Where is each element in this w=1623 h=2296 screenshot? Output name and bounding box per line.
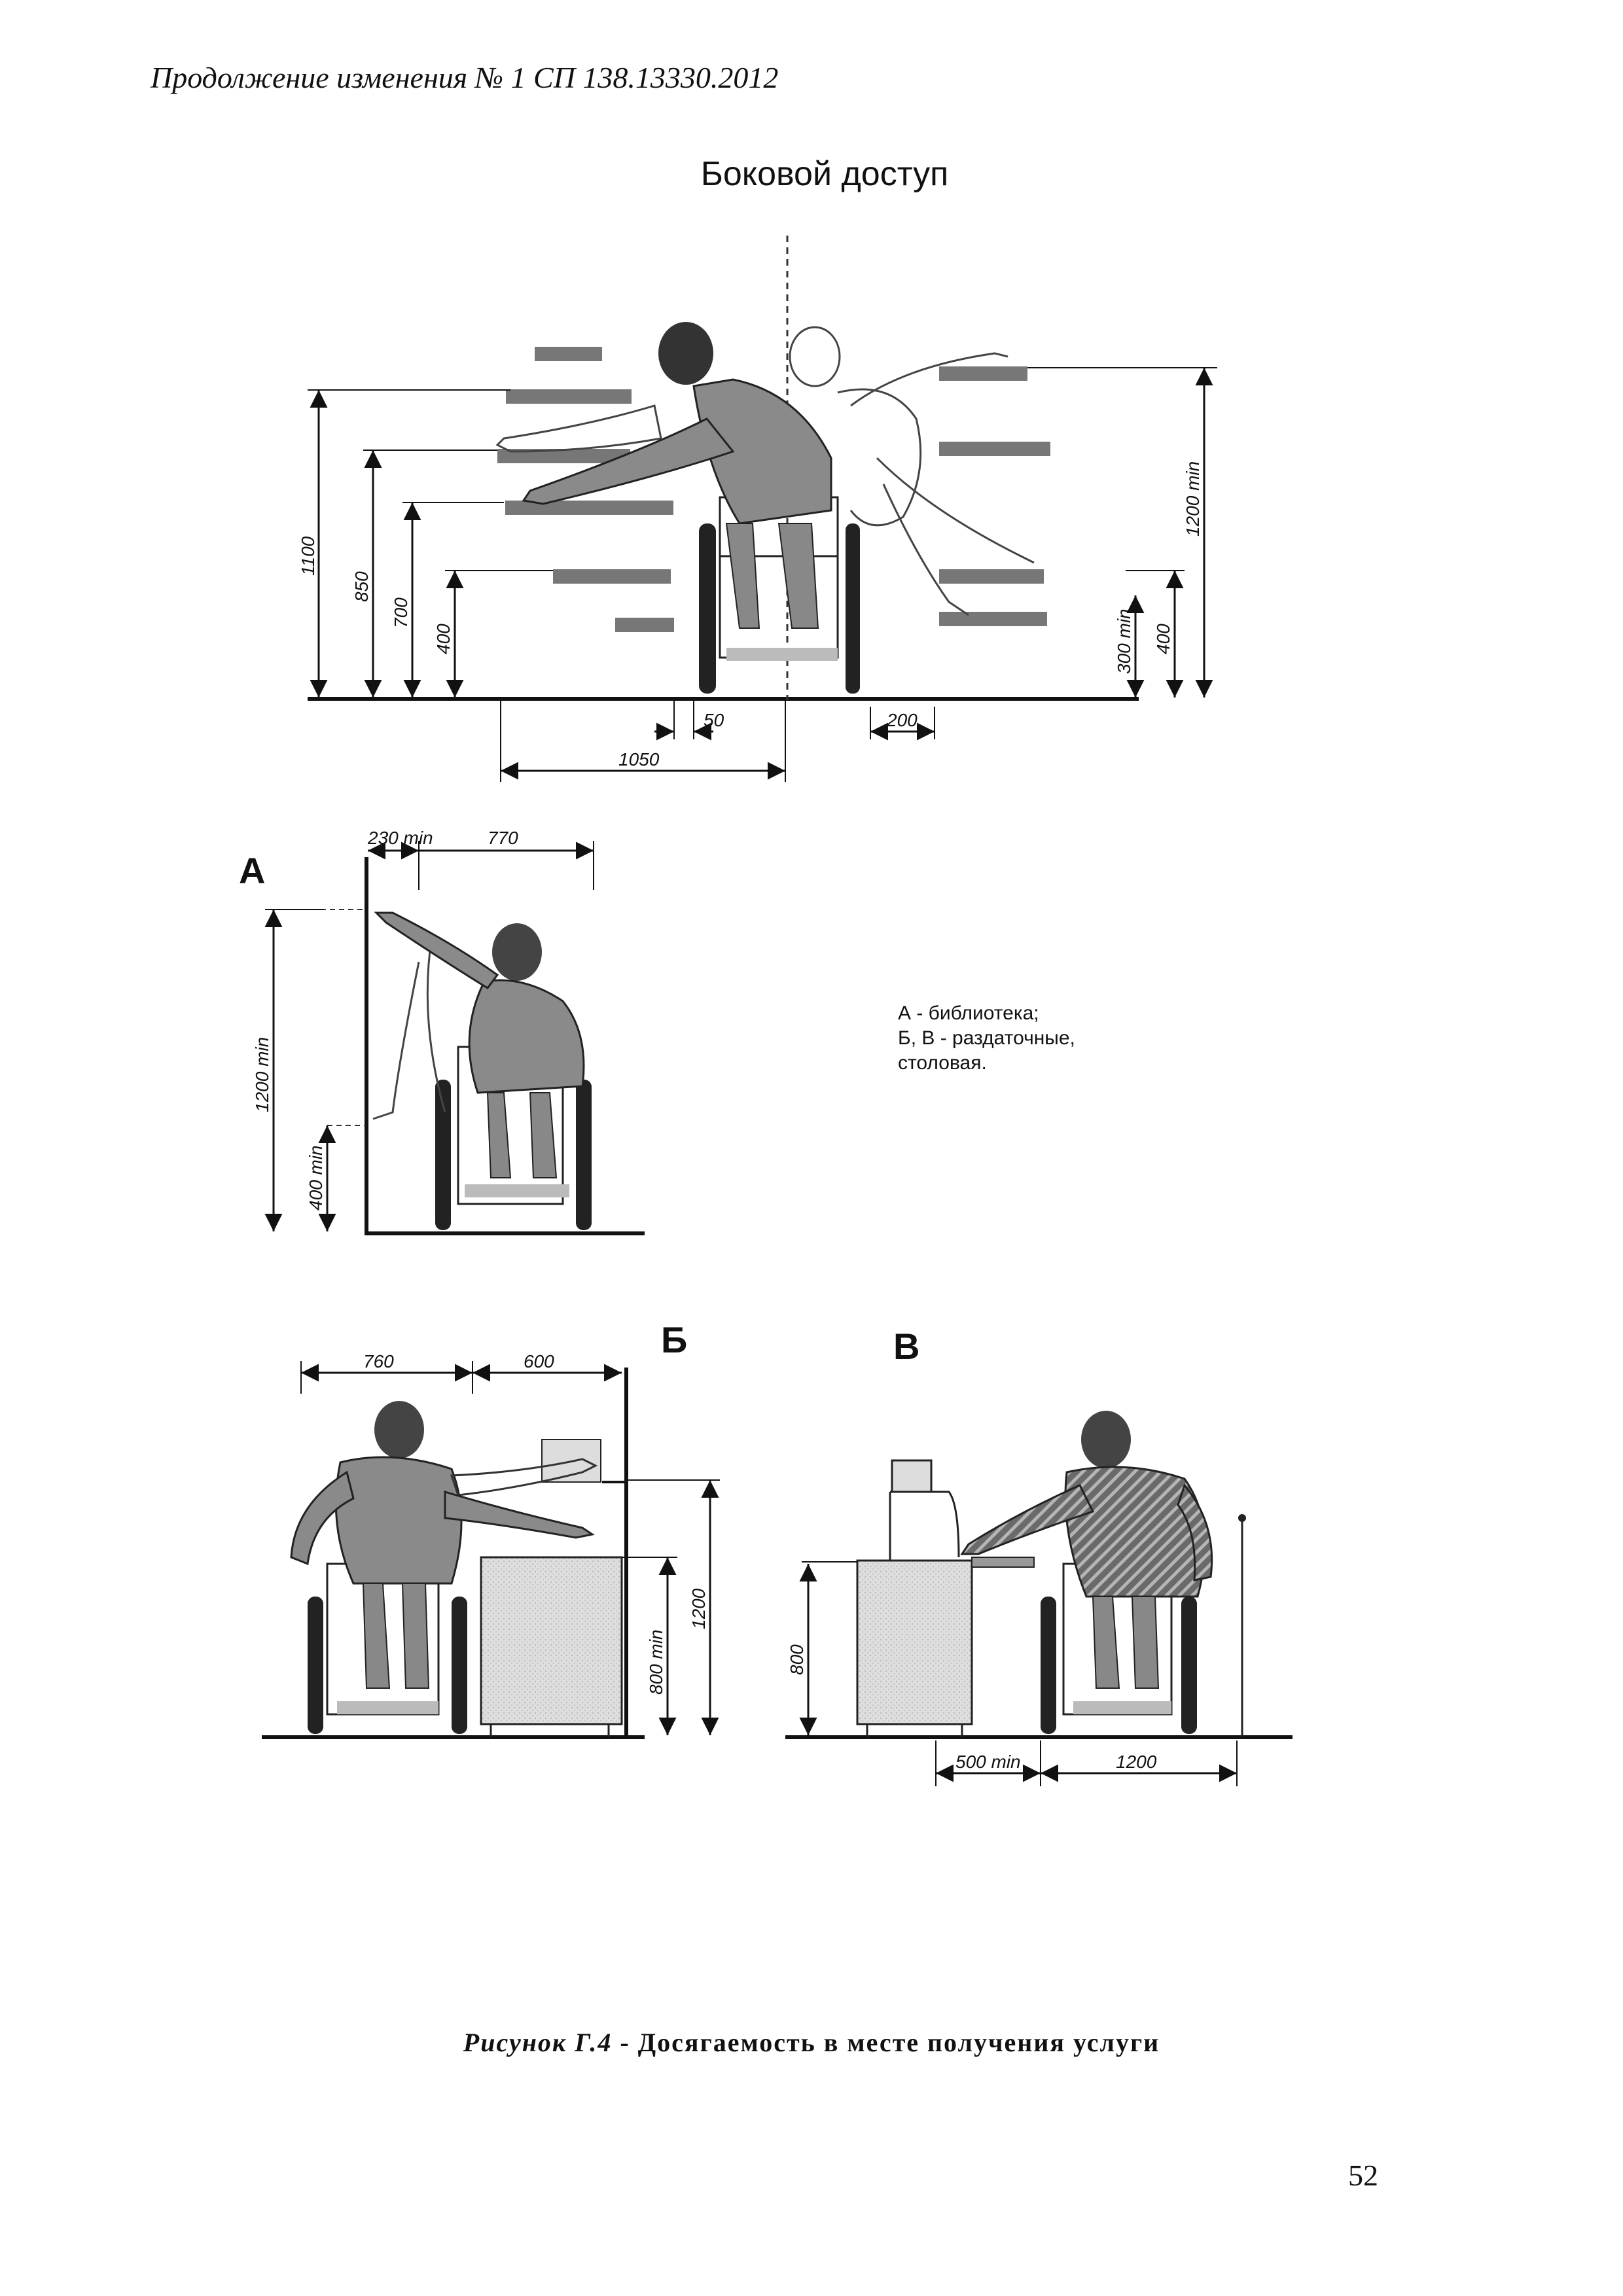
panel-b-diagram: 760 600 800 min 1200: [262, 1351, 720, 1739]
dim-a-1200min: 1200 min: [252, 1037, 272, 1112]
panel-b-letter: Б: [661, 1319, 688, 1360]
dim-1050: 1050: [618, 749, 660, 769]
dim-400-right: 400: [1153, 624, 1173, 654]
dim-v-500min: 500 min: [955, 1752, 1021, 1772]
legend: А - библиотека; Б, В - раздаточные, стол…: [898, 1001, 1075, 1076]
legend-line-1: А - библиотека;: [898, 1002, 1039, 1024]
side-access-diagram: 1100 850 700 400 1200 min 400 300 min 50…: [298, 236, 1217, 782]
dim-200: 200: [886, 710, 918, 730]
dim-1100: 1100: [298, 536, 318, 576]
dim-a-400min: 400 min: [306, 1145, 326, 1210]
page-number: 52: [1348, 2159, 1378, 2192]
panel-v-letter: В: [893, 1326, 920, 1367]
dim-1200min: 1200 min: [1183, 461, 1203, 537]
dim-a-770: 770: [488, 828, 518, 848]
dim-v-800: 800: [787, 1644, 807, 1675]
dim-400: 400: [433, 624, 454, 654]
legend-line-2: Б, В - раздаточные,: [898, 1027, 1075, 1049]
dim-50: 50: [704, 710, 724, 730]
running-header: Продолжение изменения № 1 СП 138.13330.2…: [151, 61, 779, 94]
dim-700: 700: [391, 597, 411, 628]
dim-v-1200: 1200: [1116, 1752, 1157, 1772]
panel-v-diagram: 800 500 min 1200: [785, 1411, 1293, 1786]
caption-separator: -: [612, 2028, 638, 2057]
dim-b-1200: 1200: [688, 1588, 709, 1629]
dim-a-230min: 230 min: [367, 828, 433, 848]
dim-300min: 300 min: [1114, 609, 1134, 674]
dim-850: 850: [351, 571, 372, 602]
section-title: Боковой доступ: [700, 155, 949, 193]
dim-b-800min: 800 min: [646, 1629, 666, 1695]
caption-text: Досягаемость в месте получения услуги: [637, 2028, 1160, 2057]
figure-caption: Рисунок Г.4 - Досягаемость в месте получ…: [0, 2027, 1623, 2058]
legend-line-3: столовая.: [898, 1052, 987, 1074]
panel-a-letter: А: [239, 850, 266, 891]
panel-a-diagram: 230 min 770 1200 min 400 min: [252, 828, 645, 1235]
dim-b-600: 600: [524, 1351, 554, 1371]
dim-b-760: 760: [363, 1351, 394, 1371]
caption-label: Рисунок Г.4: [463, 2028, 613, 2057]
